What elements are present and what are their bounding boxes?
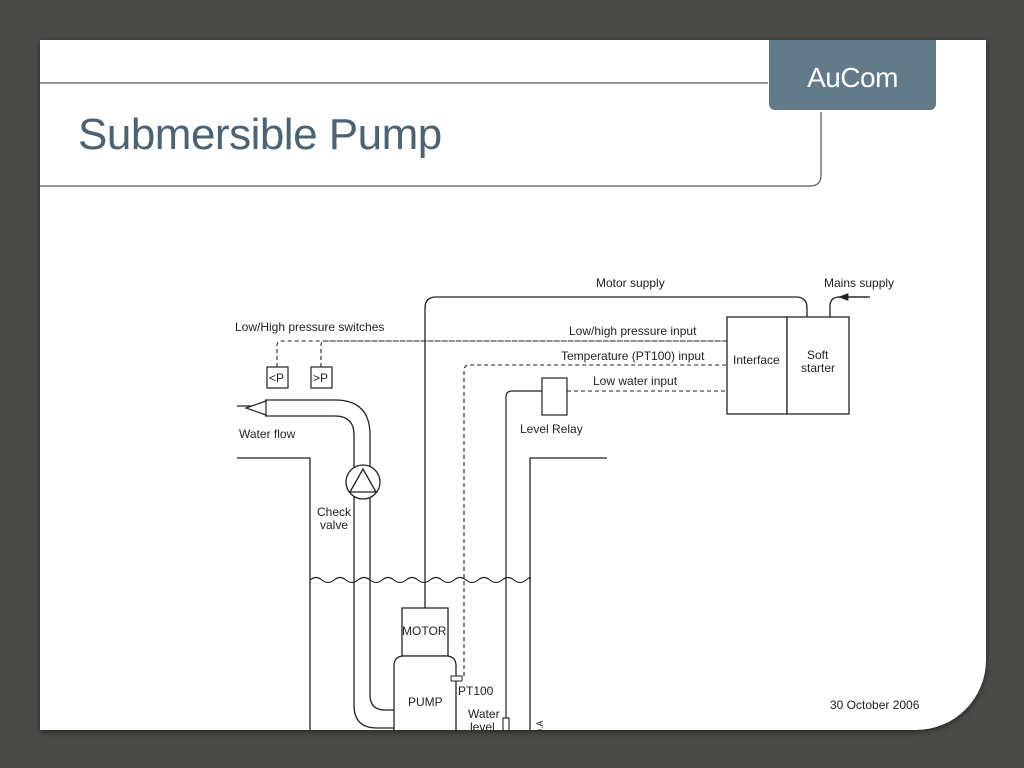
discharge-pipe bbox=[237, 399, 395, 729]
switch-low-label: <P bbox=[269, 371, 284, 385]
water-surface bbox=[309, 576, 532, 584]
pump-label: PUMP bbox=[408, 695, 443, 709]
level-relay-box bbox=[541, 377, 568, 416]
water-level-probe bbox=[502, 717, 510, 730]
switch-high-label: >P bbox=[313, 371, 328, 385]
mains-supply-label: Mains supply bbox=[824, 276, 894, 290]
level-label: level bbox=[470, 720, 495, 730]
check-label: Check bbox=[317, 505, 352, 519]
drawing-ref-label: 04300.A bbox=[535, 720, 545, 730]
slide-date: 30 October 2006 bbox=[830, 698, 920, 712]
pump-body bbox=[393, 655, 457, 730]
slide: AuCom Submersible Pump bbox=[40, 40, 986, 730]
aucom-logo: AuCom bbox=[769, 40, 936, 110]
soft-starter-box bbox=[786, 316, 850, 415]
probe-cable bbox=[505, 390, 542, 720]
pt100-label: PT100 bbox=[458, 684, 494, 698]
temperature-input-label: Temperature (PT100) input bbox=[561, 349, 705, 363]
motor-supply-line bbox=[424, 296, 808, 608]
well-walls bbox=[237, 457, 607, 730]
motor-label: MOTOR bbox=[402, 624, 447, 638]
water-flow-arrow bbox=[244, 400, 267, 416]
soft-label: Soft bbox=[807, 348, 829, 362]
water-flow-label: Water flow bbox=[239, 427, 296, 441]
starter-label: starter bbox=[801, 361, 835, 375]
pump-diagram: Motor supply Mains supply Low/High press… bbox=[235, 276, 894, 730]
pressure-switches-label: Low/High pressure switches bbox=[235, 320, 384, 334]
pressure-input-label: Low/high pressure input bbox=[569, 324, 697, 338]
water-label: Water bbox=[468, 707, 500, 721]
pt100-sensor bbox=[450, 675, 463, 682]
mains-supply-line bbox=[826, 296, 868, 328]
level-relay-label: Level Relay bbox=[520, 422, 583, 436]
temperature-signal-line bbox=[463, 364, 727, 676]
pressure-signal-lines bbox=[276, 340, 727, 367]
low-water-input-label: Low water input bbox=[593, 374, 678, 388]
motor-supply-label: Motor supply bbox=[596, 276, 665, 290]
valve-label: valve bbox=[320, 518, 348, 532]
slide-title: Submersible Pump bbox=[78, 110, 442, 159]
interface-label: Interface bbox=[733, 353, 780, 367]
header-frame bbox=[40, 82, 822, 187]
